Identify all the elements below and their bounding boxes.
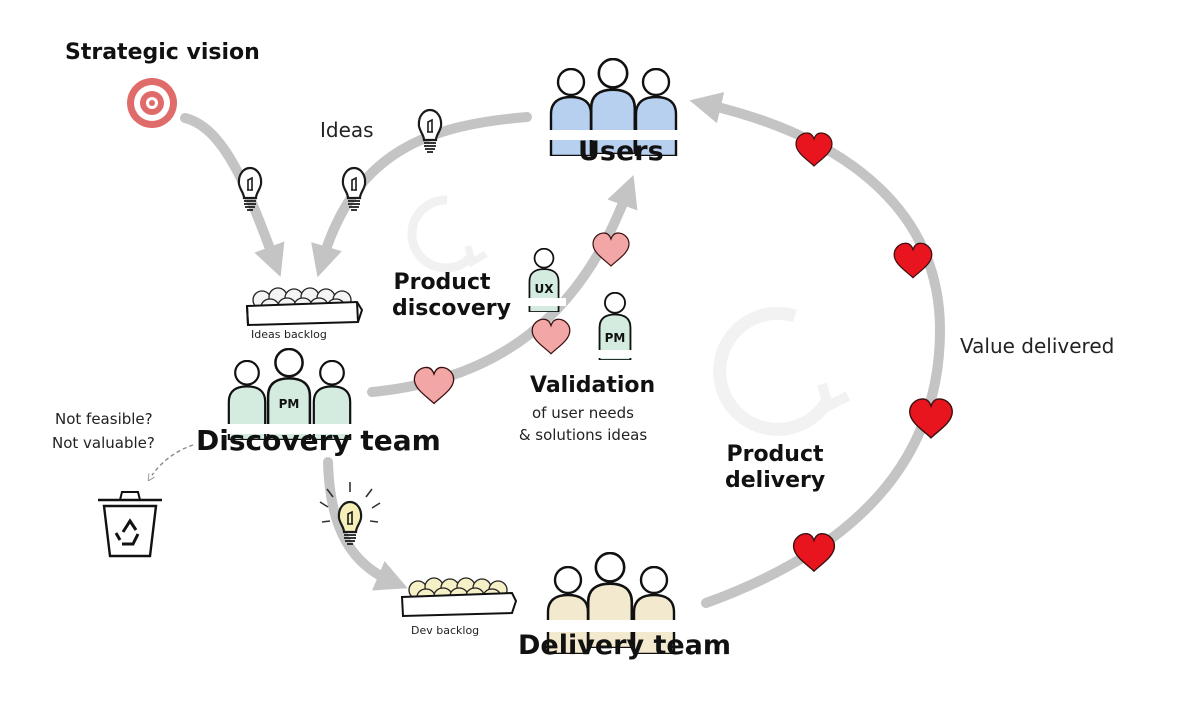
pm-person bbox=[592, 292, 638, 360]
value-delivered-label: Value delivered bbox=[960, 334, 1115, 358]
validation-sub-line-2: & solutions ideas bbox=[518, 426, 648, 444]
strategic-vision-label: Strategic vision bbox=[65, 40, 260, 65]
validation-sub-line-1: of user needs bbox=[531, 404, 634, 422]
users-label: Users bbox=[578, 136, 664, 167]
value-delivered-arrow bbox=[689, 92, 946, 608]
delivery-team-group bbox=[540, 552, 690, 654]
pm-tag: PM bbox=[605, 331, 626, 345]
delivery-team-label: Delivery team bbox=[518, 630, 732, 661]
ideas-label: Ideas bbox=[320, 118, 374, 142]
users-to-backlog-ideas-arrow bbox=[311, 112, 532, 278]
ux-person bbox=[522, 248, 566, 312]
discovery-to-dev-backlog-arrow bbox=[323, 457, 408, 591]
dev-backlog-tray bbox=[400, 577, 518, 618]
lightbulb-icon bbox=[417, 108, 443, 154]
users-group bbox=[540, 58, 690, 156]
heart-icon bbox=[531, 318, 571, 355]
delivery-cycle-icon bbox=[713, 306, 851, 436]
heart-icon bbox=[792, 533, 836, 572]
product-delivery-label-line-2: delivery bbox=[725, 468, 826, 493]
product-discovery-label-line-2: discovery bbox=[392, 296, 511, 321]
heart-icon bbox=[795, 132, 833, 167]
target-icon bbox=[127, 78, 177, 128]
product-discovery-label: Product discovery bbox=[392, 270, 511, 322]
not-feasible-label: Not feasible? bbox=[55, 410, 153, 428]
pm-team-tag: PM bbox=[279, 397, 300, 411]
recycle-bin-icon bbox=[98, 491, 162, 558]
lit-lightbulb-icon bbox=[319, 482, 381, 546]
ux-tag: UX bbox=[535, 282, 555, 296]
dev-backlog-label: Dev backlog bbox=[411, 624, 480, 637]
product-delivery-label-line-1: Product bbox=[726, 442, 824, 467]
validation-label: Validation bbox=[530, 373, 656, 398]
heart-icon bbox=[893, 242, 933, 279]
ideas-backlog-tray bbox=[245, 287, 364, 327]
discovery-cycle-icon bbox=[407, 195, 488, 273]
discovery-team-label: Discovery team bbox=[196, 424, 441, 457]
product-delivery-label: Product delivery bbox=[725, 442, 825, 494]
discard-arrow bbox=[150, 444, 194, 478]
vision-to-backlog-arrow bbox=[180, 113, 285, 277]
lightbulb-icon bbox=[237, 166, 263, 212]
validation-sub-label: of user needs & solutions ideas bbox=[508, 402, 658, 446]
discovery-team-group bbox=[220, 348, 360, 440]
ideas-backlog-label: Ideas backlog bbox=[251, 328, 327, 341]
product-discovery-label-line-1: Product bbox=[393, 270, 491, 295]
heart-icon bbox=[413, 366, 455, 405]
not-valuable-label: Not valuable? bbox=[52, 434, 155, 452]
